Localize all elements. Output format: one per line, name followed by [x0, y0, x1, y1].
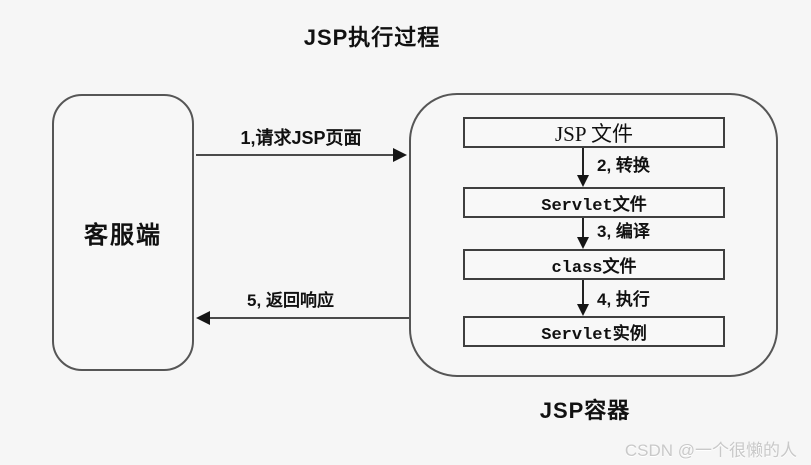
csdn-watermark: CSDN @一个很懒的人 — [624, 441, 797, 460]
stage-class-file: class文件 — [463, 249, 725, 280]
step-compile-arrow-line — [582, 218, 584, 237]
stage-jsp-file: JSP 文件 — [463, 117, 725, 148]
arrow-down-icon — [577, 237, 589, 249]
request-arrow-line — [196, 154, 394, 156]
diagram-title: JSP执行过程 — [303, 25, 441, 50]
request-arrow-label: 1,请求JSP页面 — [240, 128, 362, 148]
step-compile-label: 3, 编译 — [597, 222, 650, 241]
jsp-container-node: JSP 文件 2, 转换 Servlet文件 3, 编译 class文件 4, … — [409, 93, 778, 377]
stage-servlet-file: Servlet文件 — [463, 187, 725, 218]
client-node-label: 客服端 — [84, 222, 162, 249]
stage-servlet-instance-label: Servlet实例 — [541, 325, 647, 345]
stage-servlet-instance: Servlet实例 — [463, 316, 725, 347]
arrow-down-icon — [577, 175, 589, 187]
step-convert-arrow-line — [582, 148, 584, 175]
response-arrow-label: 5, 返回响应 — [247, 291, 334, 310]
step-convert-label: 2, 转换 — [597, 156, 650, 175]
step-execute-label: 4, 执行 — [597, 290, 650, 309]
arrow-left-icon — [196, 311, 210, 325]
stage-class-file-label: class文件 — [551, 258, 637, 278]
step-execute-arrow-line — [582, 280, 584, 304]
arrow-down-icon — [577, 304, 589, 316]
client-node: 客服端 — [52, 94, 194, 371]
jsp-container-label: JSP容器 — [539, 398, 631, 423]
response-arrow-line — [208, 317, 410, 319]
arrow-right-icon — [393, 148, 407, 162]
stage-servlet-file-label: Servlet文件 — [541, 196, 647, 216]
stage-jsp-file-label: JSP 文件 — [554, 121, 633, 146]
